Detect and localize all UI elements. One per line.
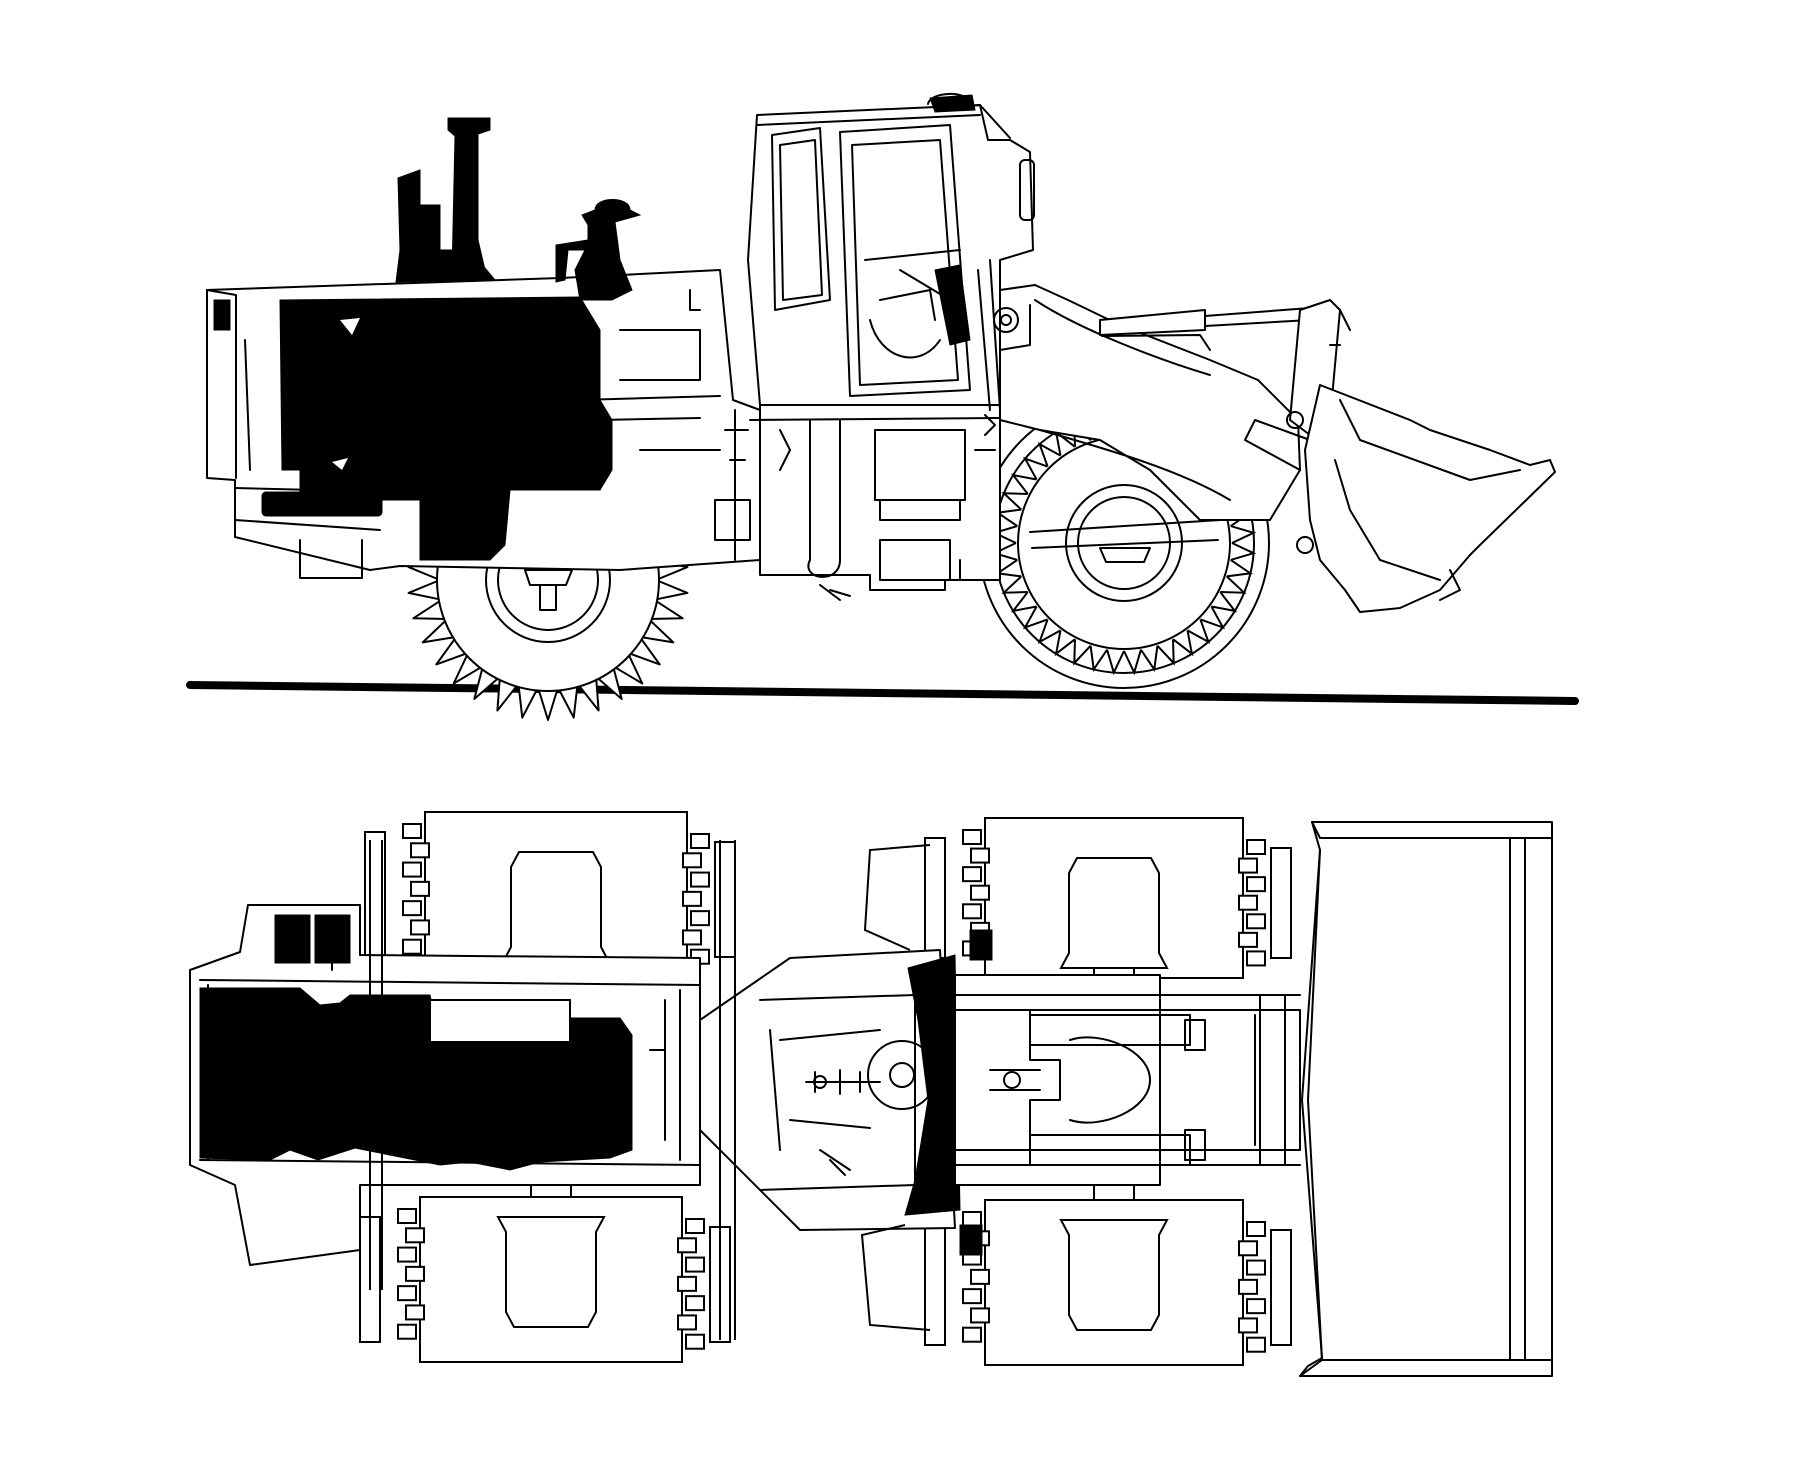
top-view xyxy=(189,811,1553,1377)
chassis-middle xyxy=(734,404,1001,601)
lift-cylinder xyxy=(1099,307,1311,351)
rear-right-tire xyxy=(359,1177,731,1363)
front-fenders xyxy=(369,840,931,1340)
steering-wheel xyxy=(867,1040,937,1110)
cab xyxy=(747,93,1035,421)
side-view xyxy=(186,93,1579,721)
ground-line xyxy=(186,681,1579,705)
engine-block xyxy=(279,117,642,561)
front-frame xyxy=(954,929,1301,1256)
front-right-tire xyxy=(924,1180,1292,1366)
bucket-assembly xyxy=(1244,299,1556,613)
rear-left-tire xyxy=(364,811,736,997)
engine-top xyxy=(199,987,633,1171)
front-left-tire xyxy=(924,817,1292,998)
articulation-joint xyxy=(699,949,956,1231)
bucket xyxy=(1299,821,1553,1377)
